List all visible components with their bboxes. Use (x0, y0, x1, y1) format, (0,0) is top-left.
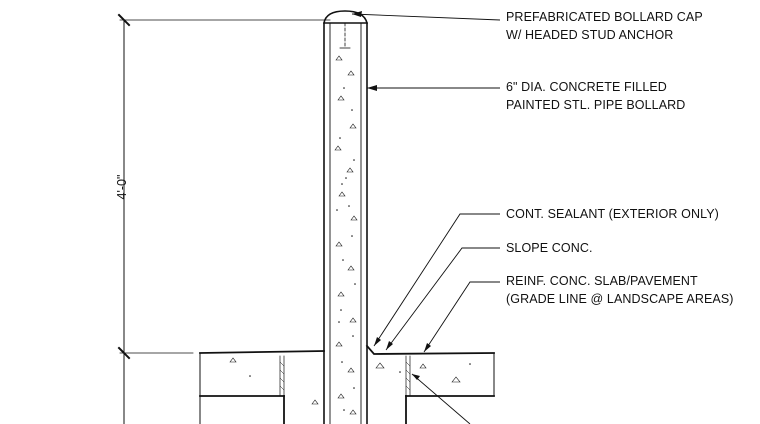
slab-top-left (199, 350, 325, 354)
callout-pipe-bollard-line-2: PAINTED STL. PIPE BOLLARD (506, 98, 686, 112)
callout-sealant: CONT. SEALANT (EXTERIOR ONLY) (506, 205, 719, 223)
callout-slab-line-2: (GRADE LINE @ LANDSCAPE AREAS) (506, 292, 734, 306)
callout-slope: SLOPE CONC. (506, 239, 593, 257)
callout-slab-line-1: REINF. CONC. SLAB/PAVEMENT (506, 274, 698, 288)
callout-bollard-cap-line-2: W/ HEADED STUD ANCHOR (506, 28, 674, 42)
leader-slab (423, 281, 500, 353)
concrete-stipple (229, 55, 461, 415)
leader-joint (411, 373, 471, 424)
callout-slope-line-1: SLOPE CONC. (506, 241, 593, 255)
callout-sealant-line-1: CONT. SEALANT (EXTERIOR ONLY) (506, 207, 719, 221)
leader-sealant (373, 213, 500, 347)
slab-top-right (365, 344, 495, 355)
callout-bollard-cap: PREFABRICATED BOLLARD CAP W/ HEADED STUD… (506, 8, 703, 44)
dimension-height-label: 4'-0" (115, 174, 129, 200)
callout-pipe-bollard-line-1: 6" DIA. CONCRETE FILLED (506, 80, 667, 94)
bollard-cap (323, 10, 369, 24)
dimension-tick-top (117, 13, 131, 27)
concrete-dots (249, 87, 471, 411)
leader-arrowheads (352, 11, 431, 380)
leader-cap (351, 13, 501, 21)
callout-slab: REINF. CONC. SLAB/PAVEMENT (GRADE LINE @… (506, 272, 734, 308)
dimension-tick-bottom (117, 346, 131, 360)
callout-bollard-cap-line-1: PREFABRICATED BOLLARD CAP (506, 10, 703, 24)
leader-slope (385, 247, 500, 351)
callout-pipe-bollard: 6" DIA. CONCRETE FILLED PAINTED STL. PIP… (506, 78, 685, 114)
